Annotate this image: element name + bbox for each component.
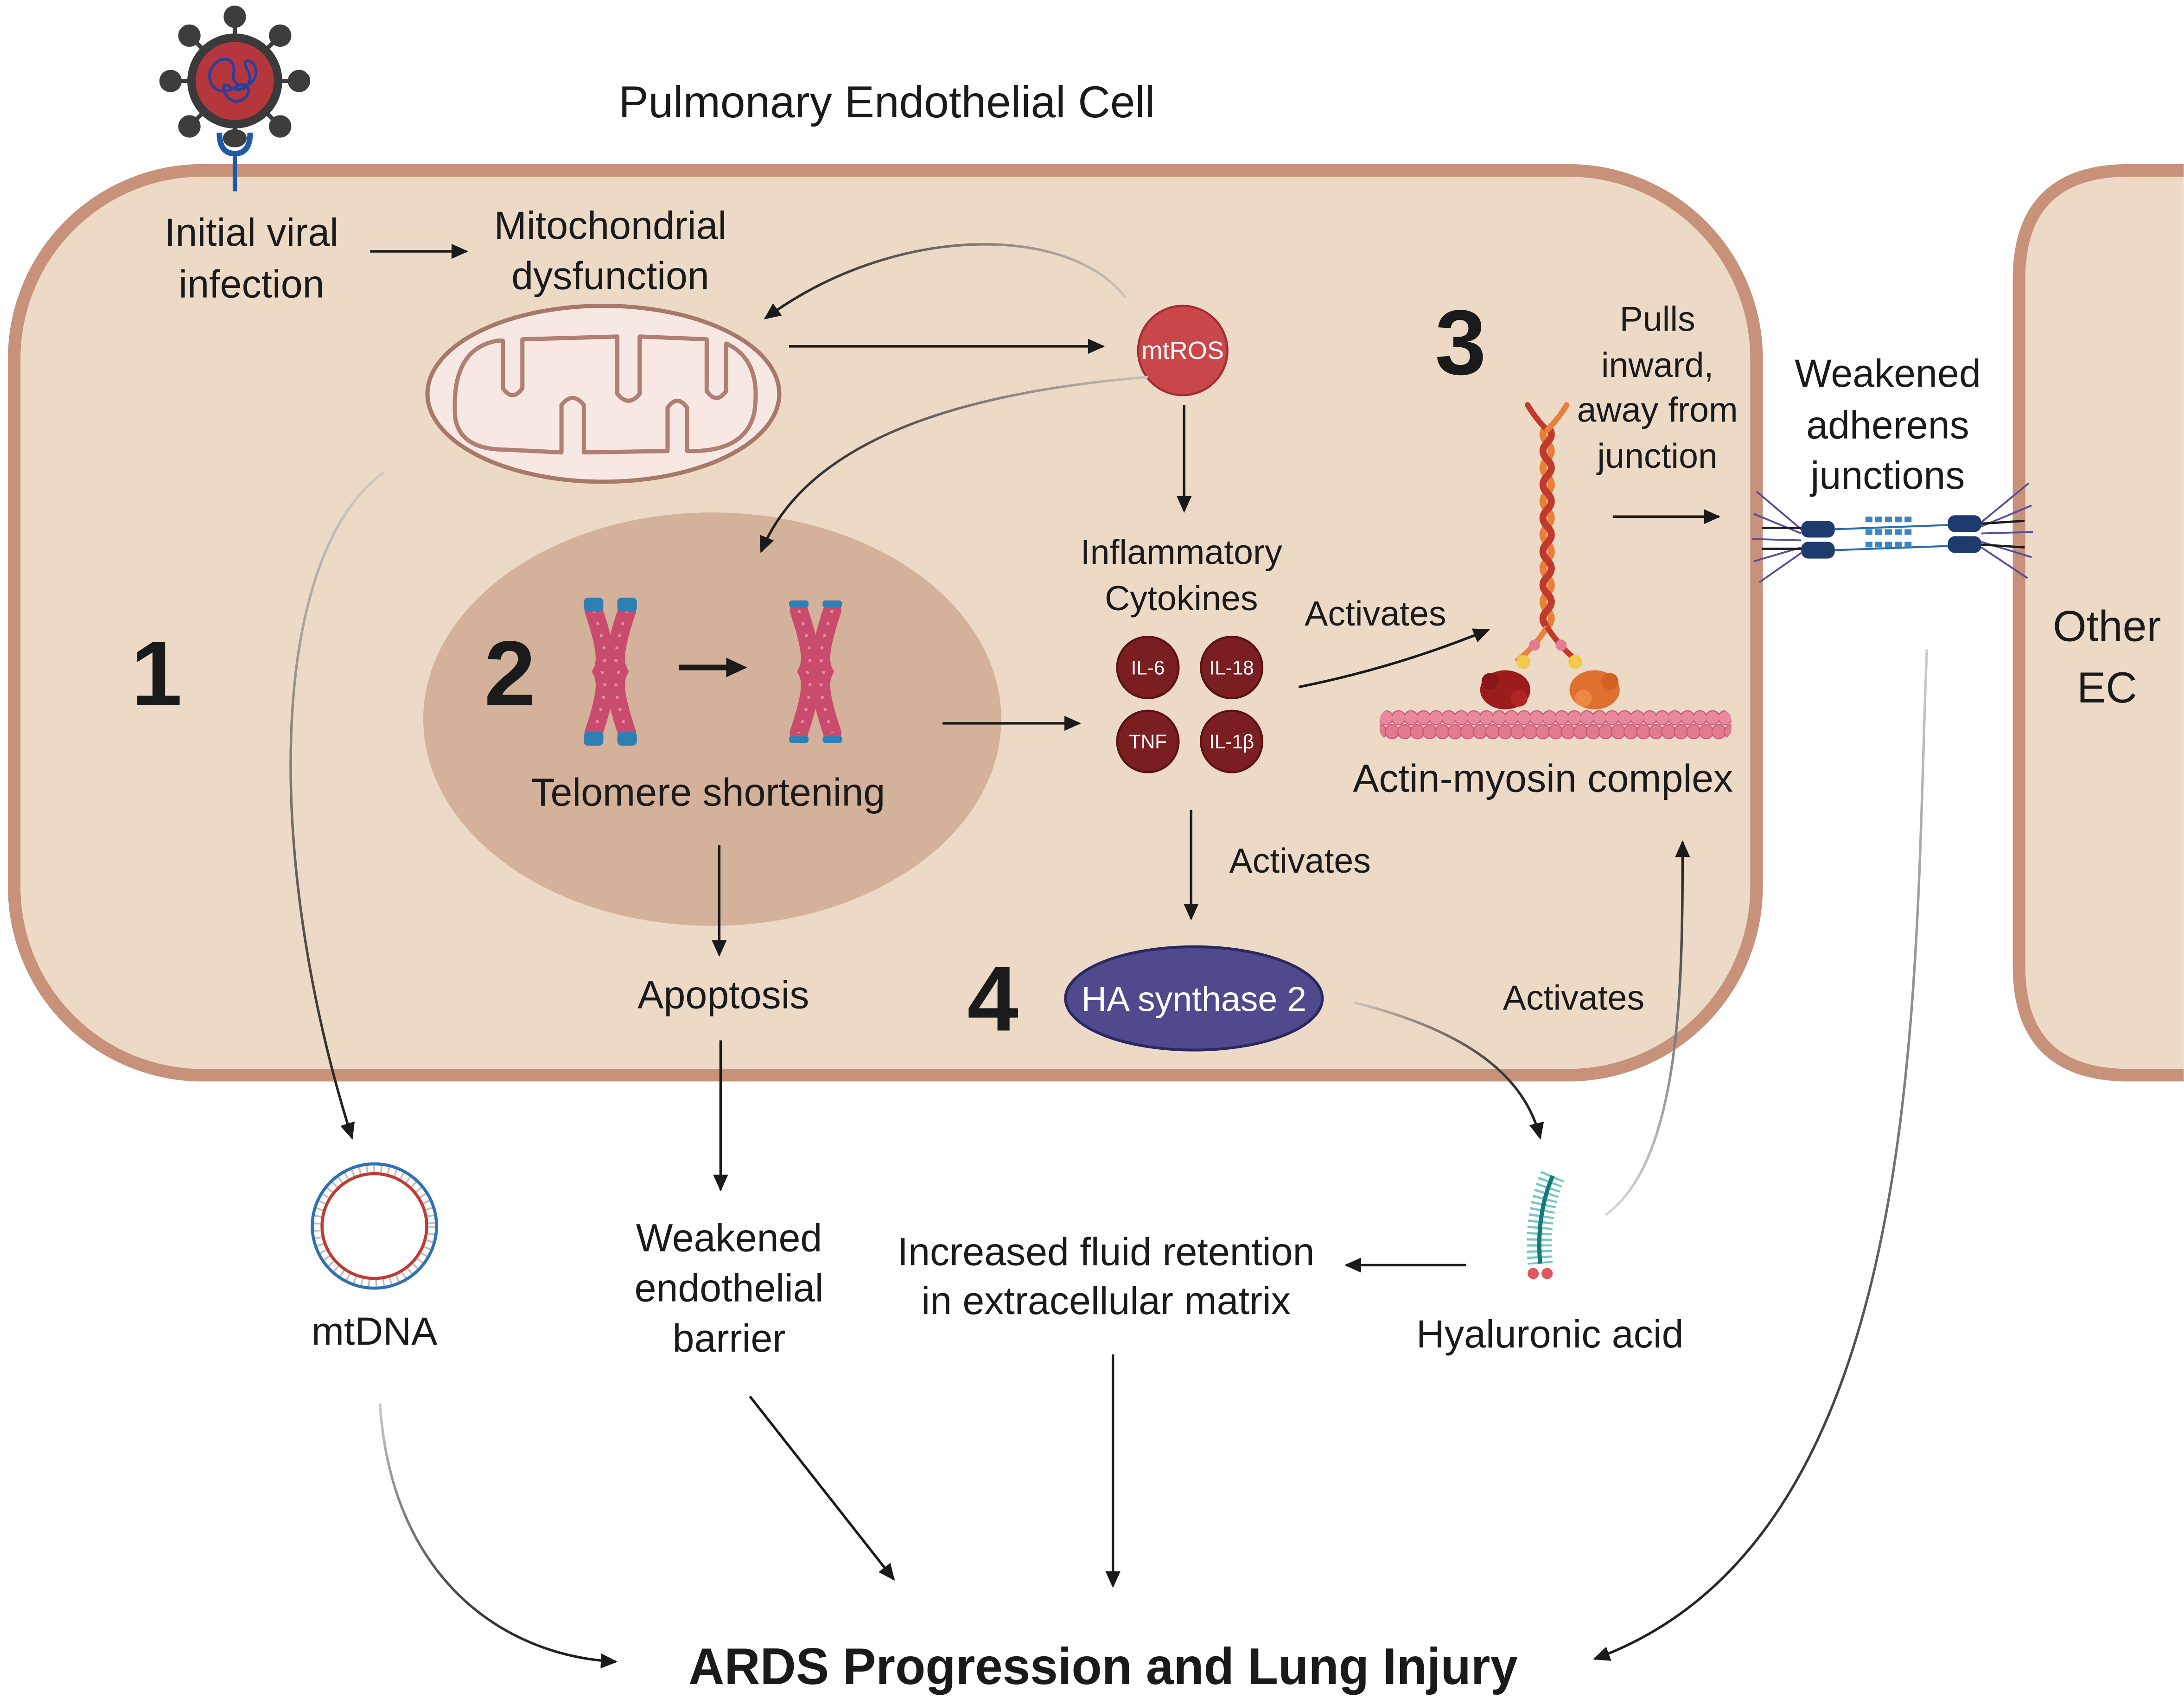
outcome-label: ARDS Progression and Lung Injury <box>688 1637 1518 1695</box>
arrow-barrier-to-ards <box>749 1395 895 1581</box>
myosin-tail-strand <box>1539 423 1555 630</box>
weakened-endothelial-barrier-label: barrier <box>673 1316 786 1360</box>
cytokine-il6 <box>1116 635 1180 700</box>
weakened-endothelial-barrier-label: Weakened <box>636 1216 822 1259</box>
weakened-adherens-junctions-label: junctions <box>1809 453 1965 497</box>
mitochondrion-icon <box>425 304 782 484</box>
virus-icon <box>159 6 311 192</box>
pulls-inward-label: inward, <box>1601 345 1714 384</box>
cadherin <box>1948 515 1981 532</box>
chromosome-long-telomeres-icon <box>584 597 637 746</box>
mtdna-icon <box>311 1162 438 1290</box>
cadherin <box>1801 521 1835 538</box>
other-endothelial-cell: Other EC <box>2012 164 2184 1082</box>
fluid-retention-label: in extracellular matrix <box>921 1279 1291 1322</box>
telomere <box>822 600 842 608</box>
weakened-endothelial-barrier-label: endothelial <box>635 1266 824 1310</box>
arrow-mtros-to-mitochondrion <box>764 243 1127 319</box>
cytokine-label: IL-6 <box>1131 657 1165 679</box>
initial-viral-infection-label: infection <box>179 262 325 306</box>
other-cell-label: EC <box>2077 663 2137 712</box>
adherens-junction-icon <box>1752 482 2033 583</box>
telomere <box>617 597 637 612</box>
activates-label: Activates <box>1305 594 1446 633</box>
weakened-adherens-junctions-label: adherens <box>1806 403 1969 447</box>
endothelial-cell-membrane <box>8 164 1763 1082</box>
actin-myosin-complex-icon <box>1379 402 1732 740</box>
mtros-label: mtROS <box>1141 337 1224 364</box>
cytokine-il1b <box>1200 709 1264 773</box>
nucleus <box>423 512 1001 926</box>
arrow-mtros-to-nucleus <box>760 376 1148 553</box>
pulls-inward-label: away from <box>1577 390 1738 429</box>
pulls-inward-label: Pulls <box>1620 300 1695 338</box>
telomere <box>617 732 637 746</box>
mitochondrial-dysfunction-label: Mitochondrial <box>494 204 726 247</box>
step-number-3: 3 <box>1435 291 1486 394</box>
telomere <box>789 600 809 608</box>
mitochondrion-outer-membrane <box>425 304 782 484</box>
hyaluronic-acid-icon <box>1527 1171 1565 1279</box>
arrow-cytokines-to-actin-myosin <box>1298 628 1490 689</box>
step-number-4: 4 <box>967 947 1019 1050</box>
cytokine-tnf <box>1116 709 1180 773</box>
arrow-junction-to-ards <box>1593 649 1929 1661</box>
cadherin <box>1948 536 1981 553</box>
other-cell-label: Other <box>2053 601 2161 650</box>
mitochondrion-cristae <box>452 334 758 455</box>
telomere-shortening-arrow <box>679 657 747 677</box>
virus-spikes <box>159 6 311 147</box>
actin-myosin-complex-label: Actin-myosin complex <box>1353 757 1733 800</box>
telomere <box>584 597 604 612</box>
diagram-title: Pulmonary Endothelial Cell <box>618 77 1155 127</box>
mtros-node <box>1137 305 1229 396</box>
pulls-inward-label: junction <box>1596 436 1717 475</box>
fluid-retention-label: Increased fluid retention <box>898 1230 1315 1273</box>
cadherin <box>1801 542 1835 559</box>
inflammatory-cytokines-label: Cytokines <box>1105 579 1258 618</box>
viral-rna <box>208 57 258 103</box>
apoptosis-label: Apoptosis <box>637 973 809 1016</box>
other-cell-membrane <box>2012 164 2184 1082</box>
cytokine-group: IL-6 IL-18 TNF IL-1β <box>1116 635 1264 773</box>
activates-label: Activates <box>1229 841 1371 880</box>
inflammatory-cytokines-label: Inflammatory <box>1081 533 1282 572</box>
pathway-arrows <box>289 243 1929 1669</box>
cytokine-label: IL-1β <box>1209 731 1254 753</box>
arrow-ha-synthase-to-hyaluronic-acid <box>1354 1001 1544 1140</box>
telomere-shortening-label: Telomere shortening <box>531 771 885 814</box>
initial-viral-infection-label: Initial viral <box>165 211 338 254</box>
arrow-mitochondrion-to-mtdna <box>289 471 385 1140</box>
arrow-mtdna-to-ards <box>378 1403 618 1669</box>
cytokine-label: IL-18 <box>1210 657 1254 679</box>
mitochondrial-dysfunction-label: dysfunction <box>511 254 709 297</box>
cytokine-label: TNF <box>1129 731 1167 753</box>
chromosome-short-telomeres-icon <box>789 600 842 743</box>
actin-filament <box>1379 709 1732 740</box>
other-cell-body <box>2019 170 2184 1075</box>
step-number-2: 2 <box>484 622 535 725</box>
hyaluronic-acid-label: Hyaluronic acid <box>1416 1312 1683 1356</box>
ha-synthase-node <box>1064 945 1324 1052</box>
weakened-adherens-junctions-label: Weakened <box>1795 351 1981 395</box>
telomere <box>822 736 842 743</box>
cytokine-il18 <box>1200 635 1264 700</box>
telomere <box>584 732 604 746</box>
telomere <box>789 736 809 743</box>
activates-label: Activates <box>1503 978 1644 1017</box>
mtdna-label: mtDNA <box>312 1309 438 1353</box>
step-number-1: 1 <box>131 622 183 725</box>
ha-synthase-label: HA synthase 2 <box>1082 979 1306 1018</box>
arrow-hyaluronic-acid-to-actin-myosin <box>1605 840 1690 1216</box>
